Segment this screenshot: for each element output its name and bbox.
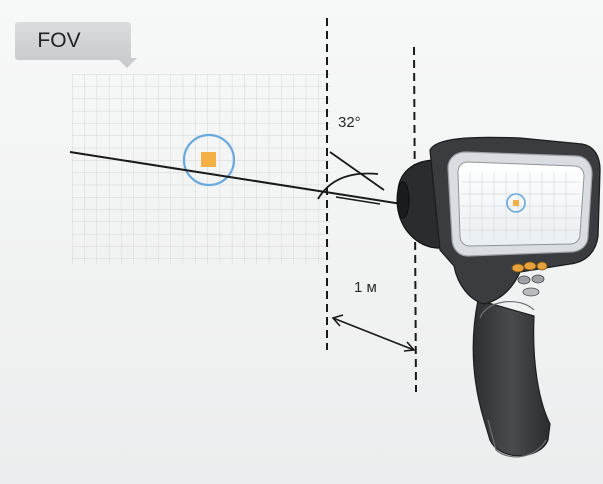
screen-hot-spot — [513, 200, 519, 206]
camera-buttons — [511, 261, 548, 297]
thermal-camera — [396, 136, 601, 458]
target-ring — [182, 133, 236, 187]
angle-label: 32° — [338, 114, 361, 131]
angle-arc — [317, 172, 379, 200]
distance-arrow — [331, 314, 416, 352]
fov-grid — [72, 74, 330, 264]
hot-spot-marker — [201, 152, 216, 167]
angle-line — [329, 151, 385, 191]
fov-label-tag: FOV — [15, 22, 131, 60]
fov-label: FOV — [37, 29, 81, 52]
angle-line-lower — [335, 196, 381, 205]
screen-target-ring — [506, 193, 526, 213]
fov-label-pointer — [117, 58, 137, 68]
sight-line — [69, 151, 403, 205]
distance-label: 1 м — [354, 279, 377, 296]
